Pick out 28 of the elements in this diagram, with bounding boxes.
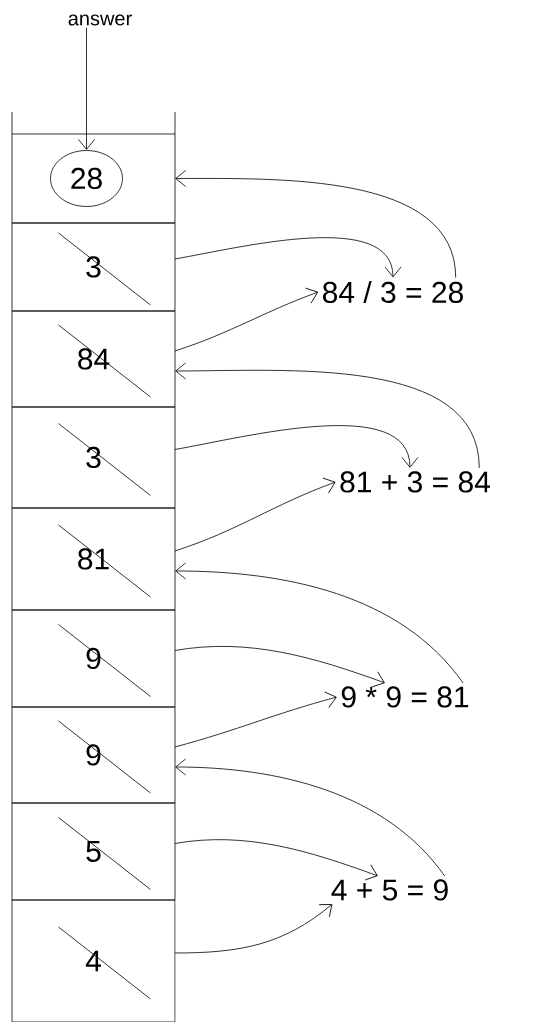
stack-cell: 3 [11,406,176,509]
stack-cell: 81 [11,507,176,611]
equation-text: 4 + 5 = 9 [331,879,448,901]
arrow [174,904,333,954]
arrow [174,691,337,748]
arrow [174,287,319,352]
arrow [174,839,378,881]
stack-cell: 3 [11,222,176,312]
arrow [175,758,445,877]
arrow [175,362,480,469]
arrow [174,477,336,552]
stack-cell: 9 [11,706,176,804]
circled-value: 28 [50,150,123,207]
stack-cell: 5 [11,802,176,901]
arrow [175,562,464,684]
stack-cell [11,133,176,224]
caption-text: answer [68,14,132,26]
stack-cell: 9 [11,609,176,708]
stack-cell: 84 [11,310,176,408]
equation-text: 9 * 9 = 81 [341,686,469,708]
equation-text: 84 / 3 = 28 [323,281,463,303]
arrow [78,27,95,150]
arrow [174,237,402,278]
equation-text: 81 + 3 = 84 [340,471,490,493]
stack-cell: 4 [11,899,176,1022]
arrow [174,425,419,468]
arrow [175,170,457,278]
arrow [174,646,385,688]
